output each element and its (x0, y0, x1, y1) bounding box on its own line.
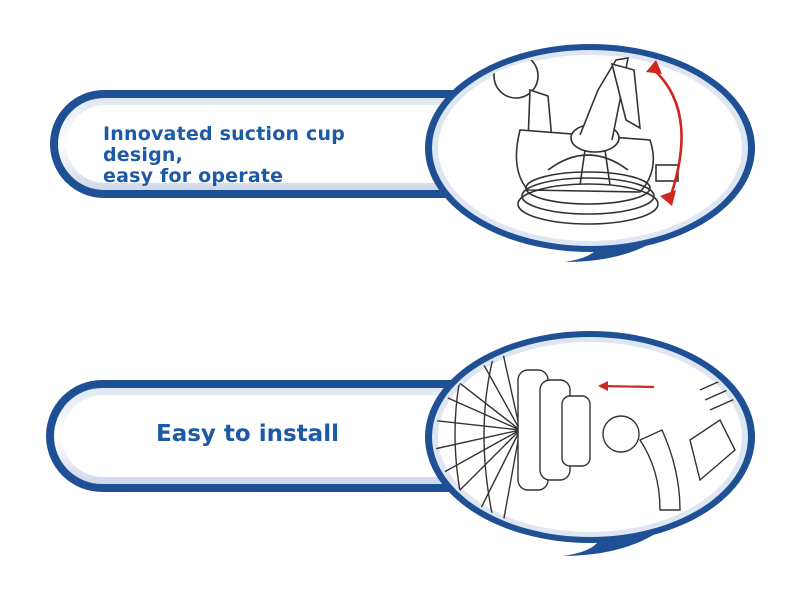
rotation-arrow-icon (651, 67, 683, 199)
feature-caption-install: Easy to install (156, 421, 339, 447)
feature-caption-suction-cup: Innovated suction cup design, easy for o… (103, 124, 423, 187)
panel-frame-1 (50, 44, 755, 262)
install-direction-arrow-icon (599, 384, 655, 389)
feature-panel-suction-cup: Innovated suction cup design, easy for o… (0, 0, 800, 300)
panel-frame-2 (46, 331, 755, 556)
install-illustration (435, 339, 745, 535)
caption-line-1: Innovated suction cup design, (103, 123, 346, 166)
caption-line-2: easy for operate (103, 164, 284, 187)
feature-panel-install: Easy to install (0, 300, 800, 609)
